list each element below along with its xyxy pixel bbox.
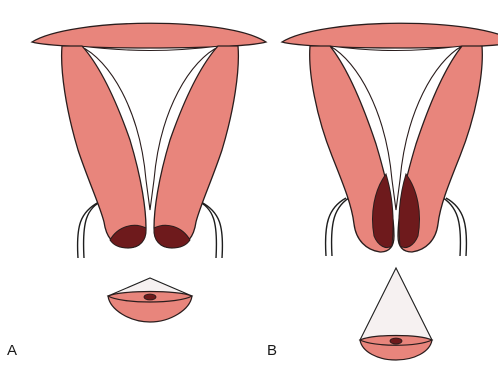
panel-label-b: B bbox=[267, 343, 277, 358]
panel-b bbox=[282, 23, 498, 360]
panel-b-fundus bbox=[282, 23, 498, 48]
panel-label-a: A bbox=[7, 343, 17, 358]
panel-b-cone-specimen bbox=[360, 268, 432, 360]
panel-a-cone-specimen bbox=[108, 278, 192, 322]
panel-a bbox=[32, 23, 266, 322]
panel-a-fundus bbox=[32, 23, 266, 48]
panel-a-specimen-os bbox=[144, 294, 156, 300]
panel-b-specimen-os bbox=[390, 338, 402, 344]
